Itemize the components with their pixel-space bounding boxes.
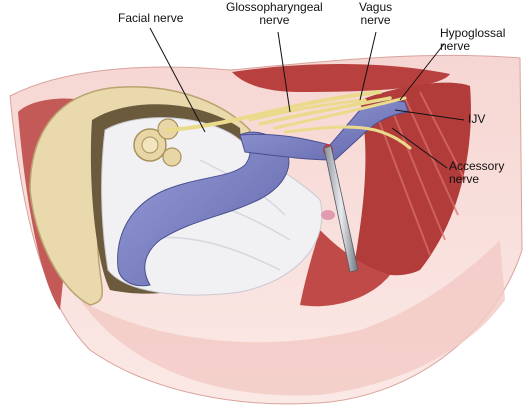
leader-hypoglossal	[399, 43, 445, 101]
lower-stump	[321, 210, 335, 220]
label-facial-nerve: Facial nerve	[118, 11, 184, 25]
lower-skin-fold	[80, 240, 505, 396]
right-muscle-fibers	[374, 91, 466, 256]
leader-glossopharyngeal	[277, 31, 291, 113]
label-accessory-nerve: Accessory nerve	[449, 159, 505, 186]
upper-muscle	[232, 64, 450, 92]
right-muscle	[355, 82, 471, 276]
lower-muscle	[300, 230, 390, 307]
accessory-nerve-path	[283, 125, 412, 150]
leader-vagus	[359, 31, 377, 101]
label-hypoglossal-nerve: Hypoglossal nerve	[440, 26, 506, 53]
nerves	[166, 90, 412, 150]
retractor	[323, 145, 359, 273]
hypoglossal-nerve-path	[273, 96, 407, 130]
label-vagus-nerve: Vagus nerve	[359, 0, 393, 27]
facial-nerve-path	[166, 90, 382, 132]
vagus-nerve-path	[258, 96, 392, 126]
glossopharyngeal-nerve-path	[248, 98, 367, 122]
label-glossopharyngeal-nerve: Glossopharyngeal nerve	[226, 0, 323, 27]
label-ijv: IJV	[468, 112, 486, 126]
leader-lines	[149, 27, 465, 169]
leader-facial	[149, 27, 206, 133]
leader-accessory	[391, 127, 448, 169]
leader-ijv	[394, 109, 465, 121]
ossicles	[133, 118, 182, 167]
